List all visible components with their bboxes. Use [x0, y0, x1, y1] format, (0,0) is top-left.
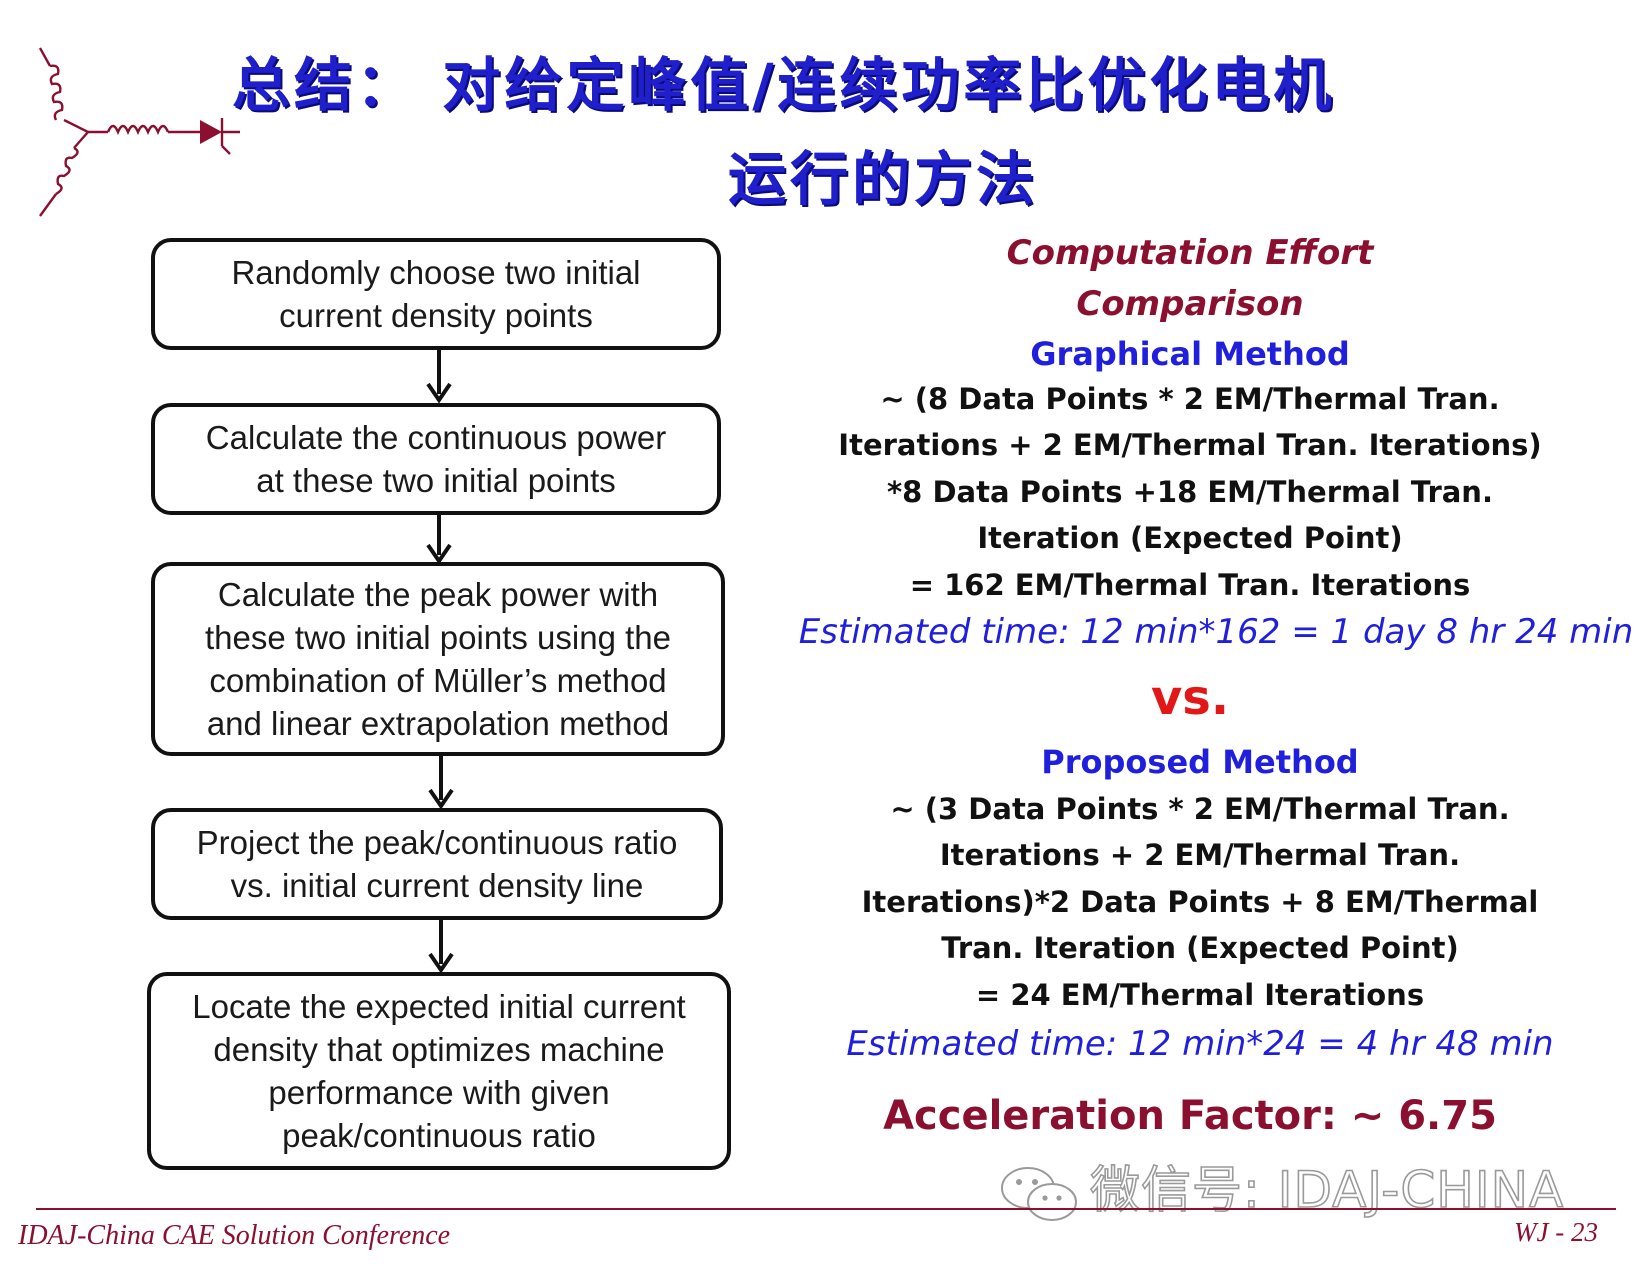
flow-step-5: Locate the expected initial current dens…	[147, 972, 731, 1170]
graphical-estimated-time: Estimated time: 12 min*162 = 1 day 8 hr …	[798, 612, 1634, 652]
conference-name: IDAJ-China CAE Solution Conference	[18, 1220, 451, 1251]
proposed-line-3: Iterations)*2 Data Points + 8 EM/Thermal	[861, 885, 1539, 919]
slide-title-line-1: 总结： 对给定峰值/连续功率比优化电机	[232, 51, 1336, 119]
comparison-heading-line-2: Comparison	[1076, 284, 1304, 324]
versus-label: vs.	[1150, 670, 1230, 726]
graphical-line-1: ~ (8 Data Points * 2 EM/Thermal Tran.	[880, 382, 1500, 416]
proposed-estimated-time: Estimated time: 12 min*24 = 4 hr 48 min	[846, 1024, 1554, 1064]
graphical-method-label: Graphical Method	[1030, 335, 1350, 373]
flow-step-2-text: Calculate the continuous power at these …	[205, 419, 667, 499]
acceleration-factor: Acceleration Factor: ~ 6.75	[883, 1093, 1497, 1139]
flow-arrow-3	[428, 756, 454, 810]
graphical-line-2: Iterations + 2 EM/Thermal Tran. Iteratio…	[838, 428, 1542, 462]
footer-divider	[36, 1208, 1616, 1210]
flow-step-4: Project the peak/continuous ratio vs. in…	[151, 808, 723, 920]
flow-step-2: Calculate the continuous power at these …	[151, 403, 721, 515]
graphical-line-4: Iteration (Expected Point)	[977, 521, 1403, 555]
slide-title-line-2: 运行的方法	[728, 145, 1039, 213]
flow-step-5-text: Locate the expected initial current dens…	[192, 988, 686, 1154]
wechat-icon	[1001, 1167, 1077, 1221]
proposed-line-1: ~ (3 Data Points * 2 EM/Thermal Tran.	[890, 792, 1510, 826]
coil-diode-symbol-icon	[38, 47, 240, 217]
flow-arrow-4	[428, 920, 454, 974]
flow-step-3-text: Calculate the peak power with these two …	[205, 576, 671, 742]
graphical-line-5: = 162 EM/Thermal Tran. Iterations	[909, 568, 1471, 602]
comparison-heading-line-1: Computation Effort	[1006, 233, 1374, 273]
flow-arrow-1	[426, 350, 452, 404]
proposed-method-label: Proposed Method	[1041, 743, 1359, 781]
flow-step-4-text: Project the peak/continuous ratio vs. in…	[196, 824, 678, 904]
flow-step-1-text: Randomly choose two initial current dens…	[231, 254, 641, 334]
proposed-line-4: Tran. Iteration (Expected Point)	[941, 931, 1459, 965]
graphical-line-3: *8 Data Points +18 EM/Thermal Tran.	[887, 475, 1493, 509]
flow-step-3: Calculate the peak power with these two …	[151, 562, 725, 756]
flow-arrow-2	[426, 515, 452, 563]
watermark-text: 微信号: IDAJ-CHINA	[1089, 1160, 1565, 1220]
slide-number: WJ - 23	[1514, 1217, 1598, 1247]
flow-step-1: Randomly choose two initial current dens…	[151, 238, 721, 350]
proposed-line-5: = 24 EM/Thermal Iterations	[975, 978, 1425, 1012]
proposed-line-2: Iterations + 2 EM/Thermal Tran.	[939, 838, 1461, 872]
